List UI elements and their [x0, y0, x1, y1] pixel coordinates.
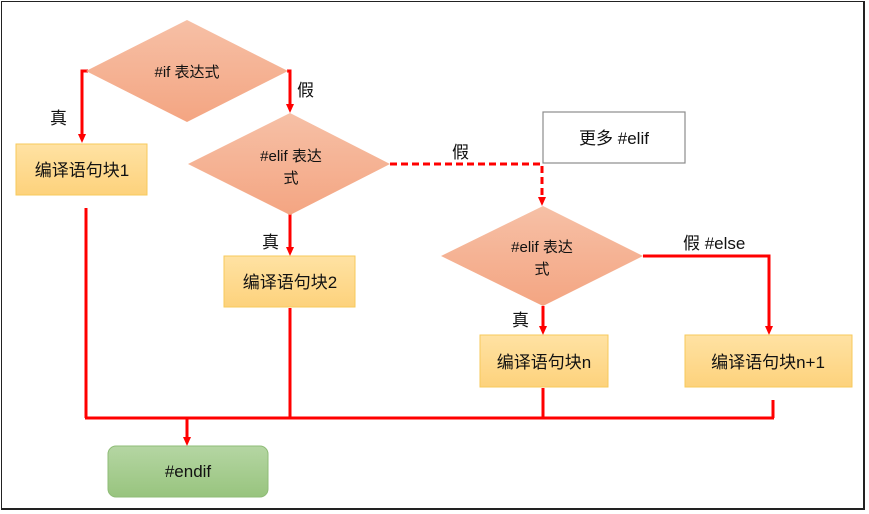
- diamond-shape: [86, 20, 288, 122]
- diamond-shape: [441, 206, 643, 306]
- arrowhead-if-false: [286, 104, 294, 113]
- label-elif1-false: 假: [452, 143, 469, 162]
- decision-elif-n-text-line2: 式: [534, 261, 549, 278]
- block-n-plus-1: 编译语句块n+1: [684, 334, 853, 388]
- decision-elif-1-text-line1: #elif 表达: [260, 148, 322, 165]
- block-n-plus-1-text: 编译语句块n+1: [711, 353, 825, 372]
- arrowhead-if-true: [78, 134, 86, 143]
- decision-if: #if 表达式: [86, 20, 288, 122]
- decision-if-text: #if 表达式: [154, 64, 219, 81]
- block-n-box: [479, 334, 609, 388]
- edge-elifn-else: [643, 254, 771, 327]
- diamond-shape: [188, 113, 390, 215]
- edge-elif1-false: [390, 162, 544, 198]
- decision-elif-n-text-line1: #elif 表达: [511, 239, 573, 256]
- edge-if-true: [80, 69, 88, 136]
- block-1-box: [15, 143, 148, 196]
- endif-box: [107, 445, 269, 498]
- label-elifn-true: 真: [512, 311, 529, 330]
- arrowhead-elifn-true: [539, 326, 547, 335]
- arrowhead-elif1-true: [286, 247, 294, 256]
- block-2-text: 编译语句块2: [243, 273, 337, 292]
- decision-elif-1-text-line2: 式: [283, 170, 298, 187]
- more-elif-text: 更多 #elif: [579, 129, 649, 148]
- block-2: 编译语句块2: [223, 255, 356, 308]
- edge-if-false: [287, 69, 292, 105]
- label-elifn-else: 假 #else: [683, 234, 745, 253]
- arrowhead-else: [765, 326, 773, 335]
- block-2-box: [223, 255, 356, 308]
- block-1-text: 编译语句块1: [35, 161, 129, 180]
- decision-elif-1: #elif 表达 式: [188, 113, 390, 215]
- block-n-plus-1-box: [684, 334, 853, 388]
- arrowhead-endif: [183, 437, 191, 446]
- endif-node: #endif: [107, 445, 269, 498]
- more-elif-node: 更多 #elif: [542, 111, 686, 164]
- decision-elif-n: #elif 表达 式: [441, 206, 643, 306]
- block-n: 编译语句块n: [479, 334, 609, 388]
- label-elif1-true: 真: [262, 233, 279, 252]
- label-if-true: 真: [50, 109, 67, 128]
- arrowhead-elif-more: [538, 197, 546, 206]
- block-n-text: 编译语句块n: [497, 353, 591, 372]
- more-elif-box: [542, 111, 686, 164]
- block-1: 编译语句块1: [15, 143, 148, 196]
- label-if-false: 假: [297, 81, 314, 100]
- endif-text: #endif: [165, 462, 212, 481]
